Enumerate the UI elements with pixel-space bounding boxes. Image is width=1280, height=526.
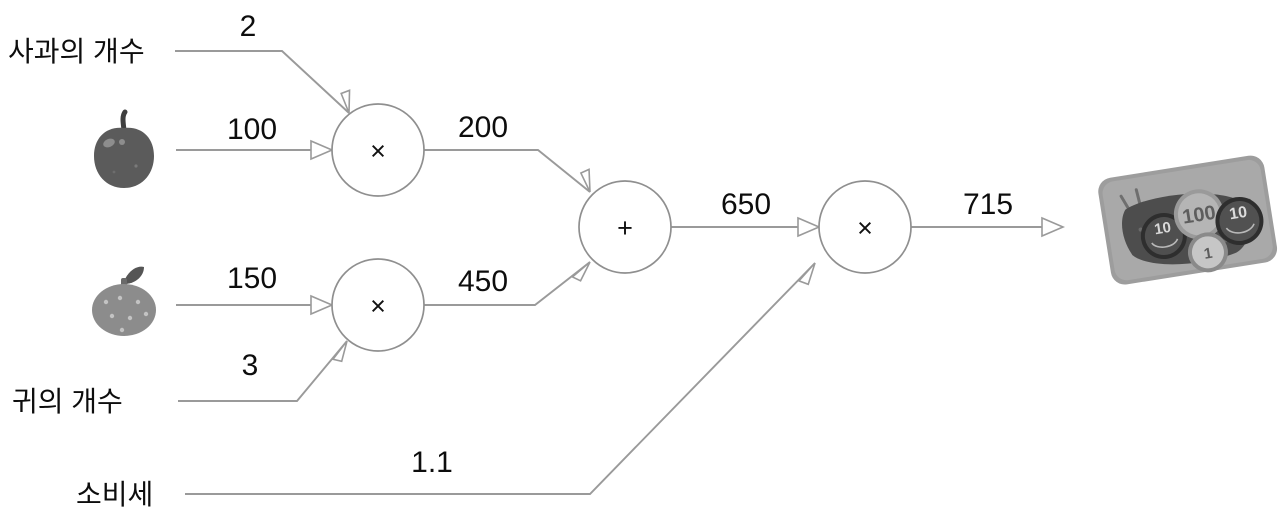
- edge-apple-count-line: [175, 50, 350, 114]
- node-mul-tangerine-circle[interactable]: [331, 258, 425, 352]
- apple-speck-2: [112, 170, 116, 174]
- edge-label-subtotal: 650: [721, 188, 771, 221]
- edge-tangerine-count: [178, 340, 348, 402]
- tangerine-speck-1: [103, 299, 109, 305]
- coin-10-right-value: 10: [1228, 204, 1248, 224]
- tangerine-body: [92, 284, 156, 336]
- edge-apple-count-arrowhead: [340, 89, 351, 114]
- coin-10-right: 10: [1215, 197, 1264, 246]
- coin-100: 100: [1173, 189, 1224, 240]
- edge-apple-price-arrowhead: [310, 139, 335, 161]
- node-mul-tax[interactable]: ×: [818, 180, 912, 274]
- coin-10-left-wreath: [1151, 238, 1179, 248]
- node-add-subtotal-circle[interactable]: [578, 180, 672, 274]
- coin-1: 1: [1187, 232, 1228, 273]
- coin-10-left: 10: [1140, 213, 1187, 260]
- edge-tangerine-price: [176, 294, 335, 316]
- edge-label-apple-subtotal: 200: [458, 111, 508, 144]
- label-tangerine-count: 귀의 개수: [12, 386, 123, 417]
- edge-tangerine-count-line: [178, 340, 348, 402]
- apple-icon: [94, 109, 154, 188]
- node-mul-apple[interactable]: ×: [331, 103, 425, 197]
- edge-apple-subtotal: [424, 149, 591, 193]
- label-apple-count: 사과의 개수: [8, 36, 145, 67]
- label-tax: 소비세: [76, 479, 153, 510]
- apple-stem: [120, 109, 128, 133]
- edge-tangerine-sub-arrowhead: [571, 261, 591, 282]
- node-mul-apple-circle[interactable]: [331, 103, 425, 197]
- edge-label-apple-price: 100: [227, 113, 277, 146]
- edge-tax: [185, 262, 816, 495]
- edge-tangerine-count-arrowhead: [331, 340, 348, 363]
- tangerine-leaf: [124, 266, 144, 284]
- tangerine-speck-7: [119, 327, 125, 333]
- edge-tangerine-sub-line: [424, 261, 591, 306]
- coin-purse-icon: 10 100 10 1: [1098, 155, 1278, 285]
- edge-tax-line: [185, 262, 816, 495]
- edge-apple-price: [176, 139, 335, 161]
- edge-tangerine-sub: [424, 261, 591, 306]
- node-add-subtotal-op: +: [617, 213, 633, 243]
- apple-highlight-small: [119, 139, 125, 145]
- edge-subtotal: [671, 216, 822, 238]
- edge-tax-arrowhead: [797, 262, 816, 286]
- node-mul-tax-op: ×: [857, 213, 873, 243]
- tangerine-speck-3: [135, 299, 141, 305]
- edge-tangerine-price-arrowhead: [310, 294, 335, 316]
- apple-speck-1: [134, 164, 138, 168]
- apple-highlight-large: [103, 138, 115, 148]
- edge-apple-subtotal-arrowhead: [579, 168, 591, 193]
- node-mul-tax-circle[interactable]: [818, 180, 912, 274]
- apple-body: [94, 127, 154, 188]
- edge-apple-count: [175, 50, 351, 114]
- edge-label-tangerine-price: 150: [227, 262, 277, 295]
- edge-apple-subtotal-line: [424, 149, 591, 193]
- tangerine-speck-6: [143, 311, 149, 317]
- edge-label-apple-count: 2: [240, 10, 257, 43]
- edge-label-tangerine-count: 3: [242, 349, 259, 382]
- edge-label-tangerine-sub: 450: [458, 265, 508, 298]
- edge-total: [911, 216, 1066, 238]
- coin-10-left-value: 10: [1153, 219, 1172, 238]
- edge-subtotal-arrowhead: [797, 216, 822, 238]
- node-mul-apple-op: ×: [370, 136, 386, 166]
- tangerine-icon: [92, 266, 156, 336]
- node-add-subtotal[interactable]: +: [578, 180, 672, 274]
- tangerine-speck-5: [127, 315, 133, 321]
- tangerine-speck-2: [117, 295, 123, 301]
- edge-label-total: 715: [963, 188, 1013, 221]
- edge-label-tax: 1.1: [411, 446, 453, 479]
- node-mul-tangerine-op: ×: [370, 291, 386, 321]
- node-mul-tangerine[interactable]: ×: [331, 258, 425, 352]
- coin-10-right-wreath: [1225, 223, 1255, 234]
- coin-1-value: 1: [1203, 245, 1214, 263]
- edge-total-arrowhead: [1041, 216, 1066, 238]
- tangerine-speck-4: [109, 313, 115, 319]
- coin-100-value: 100: [1181, 202, 1217, 229]
